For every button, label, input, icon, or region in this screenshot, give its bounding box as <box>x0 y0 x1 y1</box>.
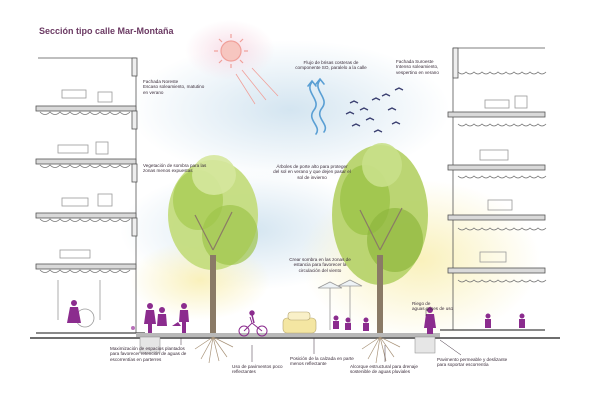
annotation-vegetacion: Vegetación de sombra para las zonas meno… <box>143 163 207 174</box>
annotation-flujo-brisas: Flujo de brisas costeras de componente S… <box>295 60 367 71</box>
left-building <box>35 57 145 334</box>
birds-icon <box>345 87 404 133</box>
bicycle-icon <box>238 310 268 337</box>
right-building <box>440 47 547 331</box>
tree-icon-right <box>332 143 428 335</box>
annotation-fachada-noreste: Fachada Noreste Escaso soleamiento, matu… <box>143 79 205 95</box>
annotation-posicion-calzada: Posición de la calzada en parte menos re… <box>290 356 354 367</box>
leader-lines <box>180 308 462 362</box>
annotation-alcorque: Alcorque estructural para drenaje sosten… <box>350 364 418 375</box>
annotation-pavimentos: Uso de pavimentos poco reflectantes <box>232 364 283 375</box>
car-icon <box>282 311 317 334</box>
annotation-maximizacion: Maximización de espacios plantados para … <box>110 346 187 362</box>
annotation-fachada-suroeste: Fachada Suroeste Intenso soleamiento, ve… <box>396 59 439 75</box>
annotation-crear-sombra: Crear sombra en las zonas de estancia pa… <box>289 257 351 273</box>
tree-icon-left <box>168 155 258 335</box>
annotation-pavimento-permeable: Pavimento permeable y deslizante para so… <box>437 357 508 368</box>
person-icon <box>67 300 525 334</box>
wind-icon <box>307 77 327 135</box>
sun-icon <box>214 34 279 105</box>
street-ground <box>30 333 560 364</box>
umbrella-icon <box>317 279 363 330</box>
page-title: Sección tipo calle Mar-Montaña <box>39 26 174 36</box>
annotation-riego: Riego de aguas grises de uso <box>412 301 454 312</box>
annotation-arboles: Árboles de porte alto para proteger del … <box>273 164 351 180</box>
